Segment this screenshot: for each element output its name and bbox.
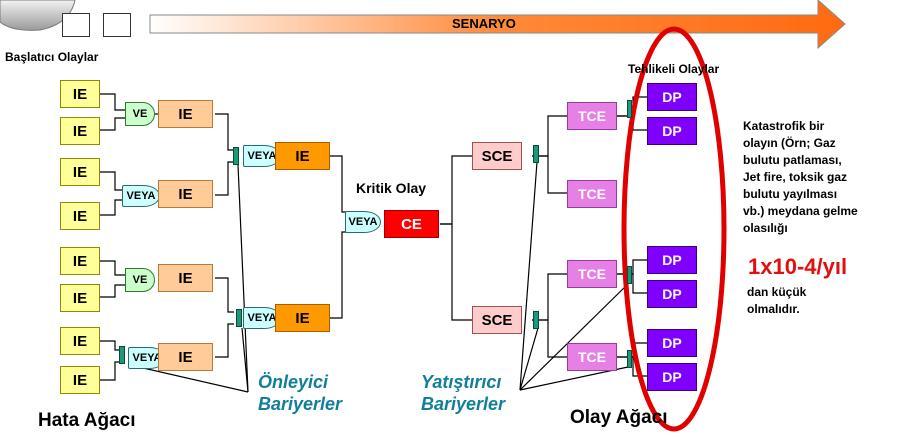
note-line-3: bulutu patlaması, <box>743 152 901 169</box>
sce-lower: SCE <box>472 306 522 334</box>
risk-note-tail: dan küçük olmalıdır. <box>747 284 806 318</box>
note-line-2: olayın (Örn; Gaz <box>743 135 901 152</box>
preventive-barrier-2 <box>236 309 242 327</box>
dp-3: DP <box>647 246 697 274</box>
mitigating-barriers-line-2: Bariyerler <box>421 393 505 415</box>
note-after-line-1: dan küçük <box>747 284 806 301</box>
and-gate-1: VE <box>125 102 155 126</box>
note-line-7: olasılığı <box>743 220 901 237</box>
frequency-value: 1x10-4/yıl <box>748 254 847 280</box>
preventive-barriers-line-1: Önleyici <box>258 371 342 393</box>
ie-input-8: IE <box>60 366 100 394</box>
note-line-4: Jet fire, toksik gaz <box>743 169 901 186</box>
preventive-barriers-line-2: Bariyerler <box>258 393 342 415</box>
dp-1: DP <box>647 83 697 111</box>
legend-square-2 <box>103 13 131 37</box>
mitigating-barrier-3 <box>627 100 632 118</box>
fault-tree-label: Hata Ağacı <box>38 410 136 432</box>
note-after-line-2: olmalıdır. <box>747 301 806 318</box>
critical-event-label: Kritik Olay <box>356 180 426 196</box>
legend-square-1 <box>62 13 90 37</box>
mitigating-barrier-1 <box>533 145 539 163</box>
initiating-events-label: Başlatıcı Olaylar <box>5 50 98 64</box>
ie-top-2: IE <box>275 304 330 332</box>
risk-note: Katastrofik bir olayın (Örn; Gaz bulutu … <box>743 118 901 237</box>
ie-input-2: IE <box>60 117 100 145</box>
dp-2: DP <box>647 117 697 145</box>
dp-4: DP <box>647 280 697 308</box>
scenario-label: SENARYO <box>452 16 516 31</box>
dp-6: DP <box>647 363 697 391</box>
tce-2: TCE <box>567 180 617 208</box>
note-line-1: Katastrofik bir <box>743 118 901 135</box>
ie-input-7: IE <box>60 327 100 355</box>
hazardous-events-label: Tehlikeli Olaylar <box>628 62 719 76</box>
and-gate-2: VE <box>125 268 155 292</box>
tce-4: TCE <box>567 343 617 371</box>
tce-1: TCE <box>567 102 617 130</box>
ie-intermediate-1: IE <box>158 100 213 128</box>
mitigating-barriers-line-1: Yatıştırıcı <box>421 371 505 393</box>
dp-5: DP <box>647 329 697 357</box>
preventive-barrier-1 <box>233 147 239 165</box>
preventive-barriers-label: Önleyici Bariyerler <box>258 371 342 415</box>
ie-input-6: IE <box>60 284 100 312</box>
ie-intermediate-2: IE <box>158 180 213 208</box>
ie-intermediate-4: IE <box>158 343 213 371</box>
ie-input-1: IE <box>60 80 100 108</box>
mitigating-barrier-4 <box>627 266 632 284</box>
note-line-5: bulutu yayılması <box>743 186 901 203</box>
ie-input-3: IE <box>60 158 100 186</box>
or-gate-central: VEYA <box>345 211 381 233</box>
ie-intermediate-3: IE <box>158 264 213 292</box>
mitigating-barriers-label: Yatıştırıcı Bariyerler <box>421 371 505 415</box>
ie-top-1: IE <box>275 142 330 170</box>
or-gate-1: VEYA <box>122 185 160 207</box>
ie-input-5: IE <box>60 247 100 275</box>
ie-input-4: IE <box>60 202 100 230</box>
sce-upper: SCE <box>472 142 522 170</box>
critical-event-box: CE <box>384 210 439 238</box>
tce-3: TCE <box>567 260 617 288</box>
event-tree-label: Olay Ağacı <box>570 407 668 429</box>
preventive-barrier-3 <box>119 346 125 364</box>
mitigating-barrier-5 <box>627 350 632 368</box>
mitigating-barrier-2 <box>533 311 539 329</box>
note-line-6: vb.) meydana gelme <box>743 203 901 220</box>
